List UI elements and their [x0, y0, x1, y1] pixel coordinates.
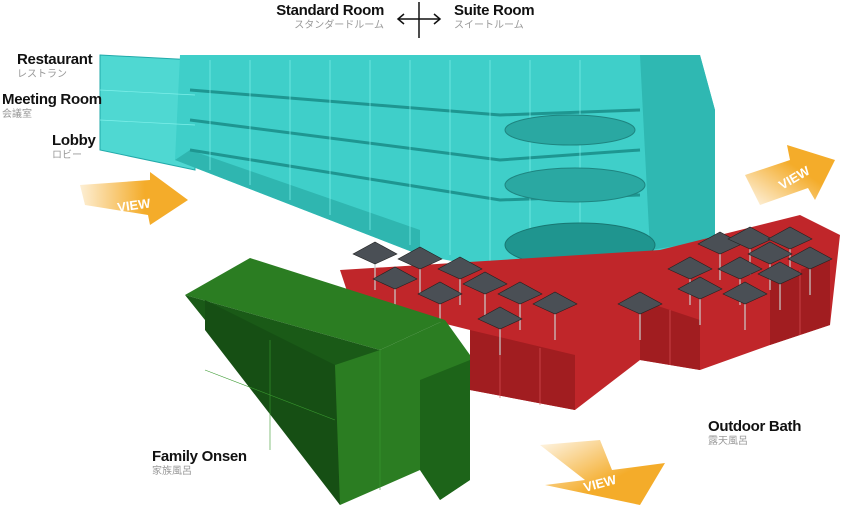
label-meeting-room-jp: 会議室: [2, 109, 32, 120]
label-lobby-jp: ロビー: [52, 150, 82, 161]
label-standard-room-jp: スタンダードルーム: [294, 20, 384, 31]
label-suite-room-en: Suite Room: [454, 2, 535, 19]
label-family-onsen-jp: 家族風呂: [152, 466, 192, 477]
label-family-onsen: Family Onsen 家族風呂: [152, 449, 247, 477]
umbrella-canopies: [352, 226, 833, 355]
umbrella-canopy: [722, 281, 768, 305]
umbrella-canopy: [477, 306, 523, 330]
label-standard-room-en: Standard Room: [276, 2, 384, 19]
family-onsen-building: [185, 258, 470, 505]
label-outdoor-bath-en: Outdoor Bath: [708, 418, 802, 435]
label-outdoor-bath: Outdoor Bath 露天風呂: [708, 419, 801, 447]
label-restaurant: Restaurant レストラン: [17, 51, 93, 80]
view-arrow-left: VIEW: [80, 172, 188, 225]
view-arrow-bottom: VIEW: [540, 440, 665, 505]
label-outdoor-bath-jp: 露天風呂: [708, 436, 748, 447]
umbrella-canopy: [417, 281, 463, 305]
umbrella-canopy: [352, 241, 398, 265]
umbrella-canopy: [717, 256, 763, 280]
umbrella-canopy: [677, 276, 723, 300]
umbrella-canopy: [747, 241, 793, 265]
umbrella-canopy: [462, 271, 508, 295]
label-suite-room: Suite Room スイートルーム: [454, 2, 535, 31]
umbrella-canopy: [667, 256, 713, 280]
umbrella-canopy: [757, 261, 803, 285]
umbrella-canopy: [767, 226, 813, 250]
umbrella-canopy: [372, 266, 418, 290]
direction-cross-icon: [396, 2, 442, 38]
umbrella-canopy: [437, 256, 483, 280]
label-lobby-en: Lobby: [52, 132, 96, 149]
label-restaurant-jp: レストラン: [17, 69, 67, 80]
label-suite-room-jp: スイートルーム: [454, 20, 524, 31]
umbrella-canopy: [397, 246, 443, 270]
view-arrow-top-right: VIEW: [745, 145, 835, 205]
hotel-building: [99, 54, 715, 280]
umbrella-canopy: [787, 246, 833, 270]
label-restaurant-en: Restaurant: [17, 51, 93, 68]
umbrella-canopy: [532, 291, 578, 315]
label-family-onsen-en: Family Onsen: [152, 448, 247, 465]
label-meeting-room: Meeting Room 会議室: [2, 92, 102, 120]
umbrella-canopy: [617, 291, 663, 315]
svg-text:VIEW: VIEW: [116, 195, 152, 215]
label-standard-room: Standard Room スタンダードルーム: [276, 3, 384, 31]
label-meeting-room-en: Meeting Room: [2, 91, 102, 108]
label-lobby: Lobby ロビー: [52, 133, 96, 161]
umbrella-canopy: [497, 281, 543, 305]
